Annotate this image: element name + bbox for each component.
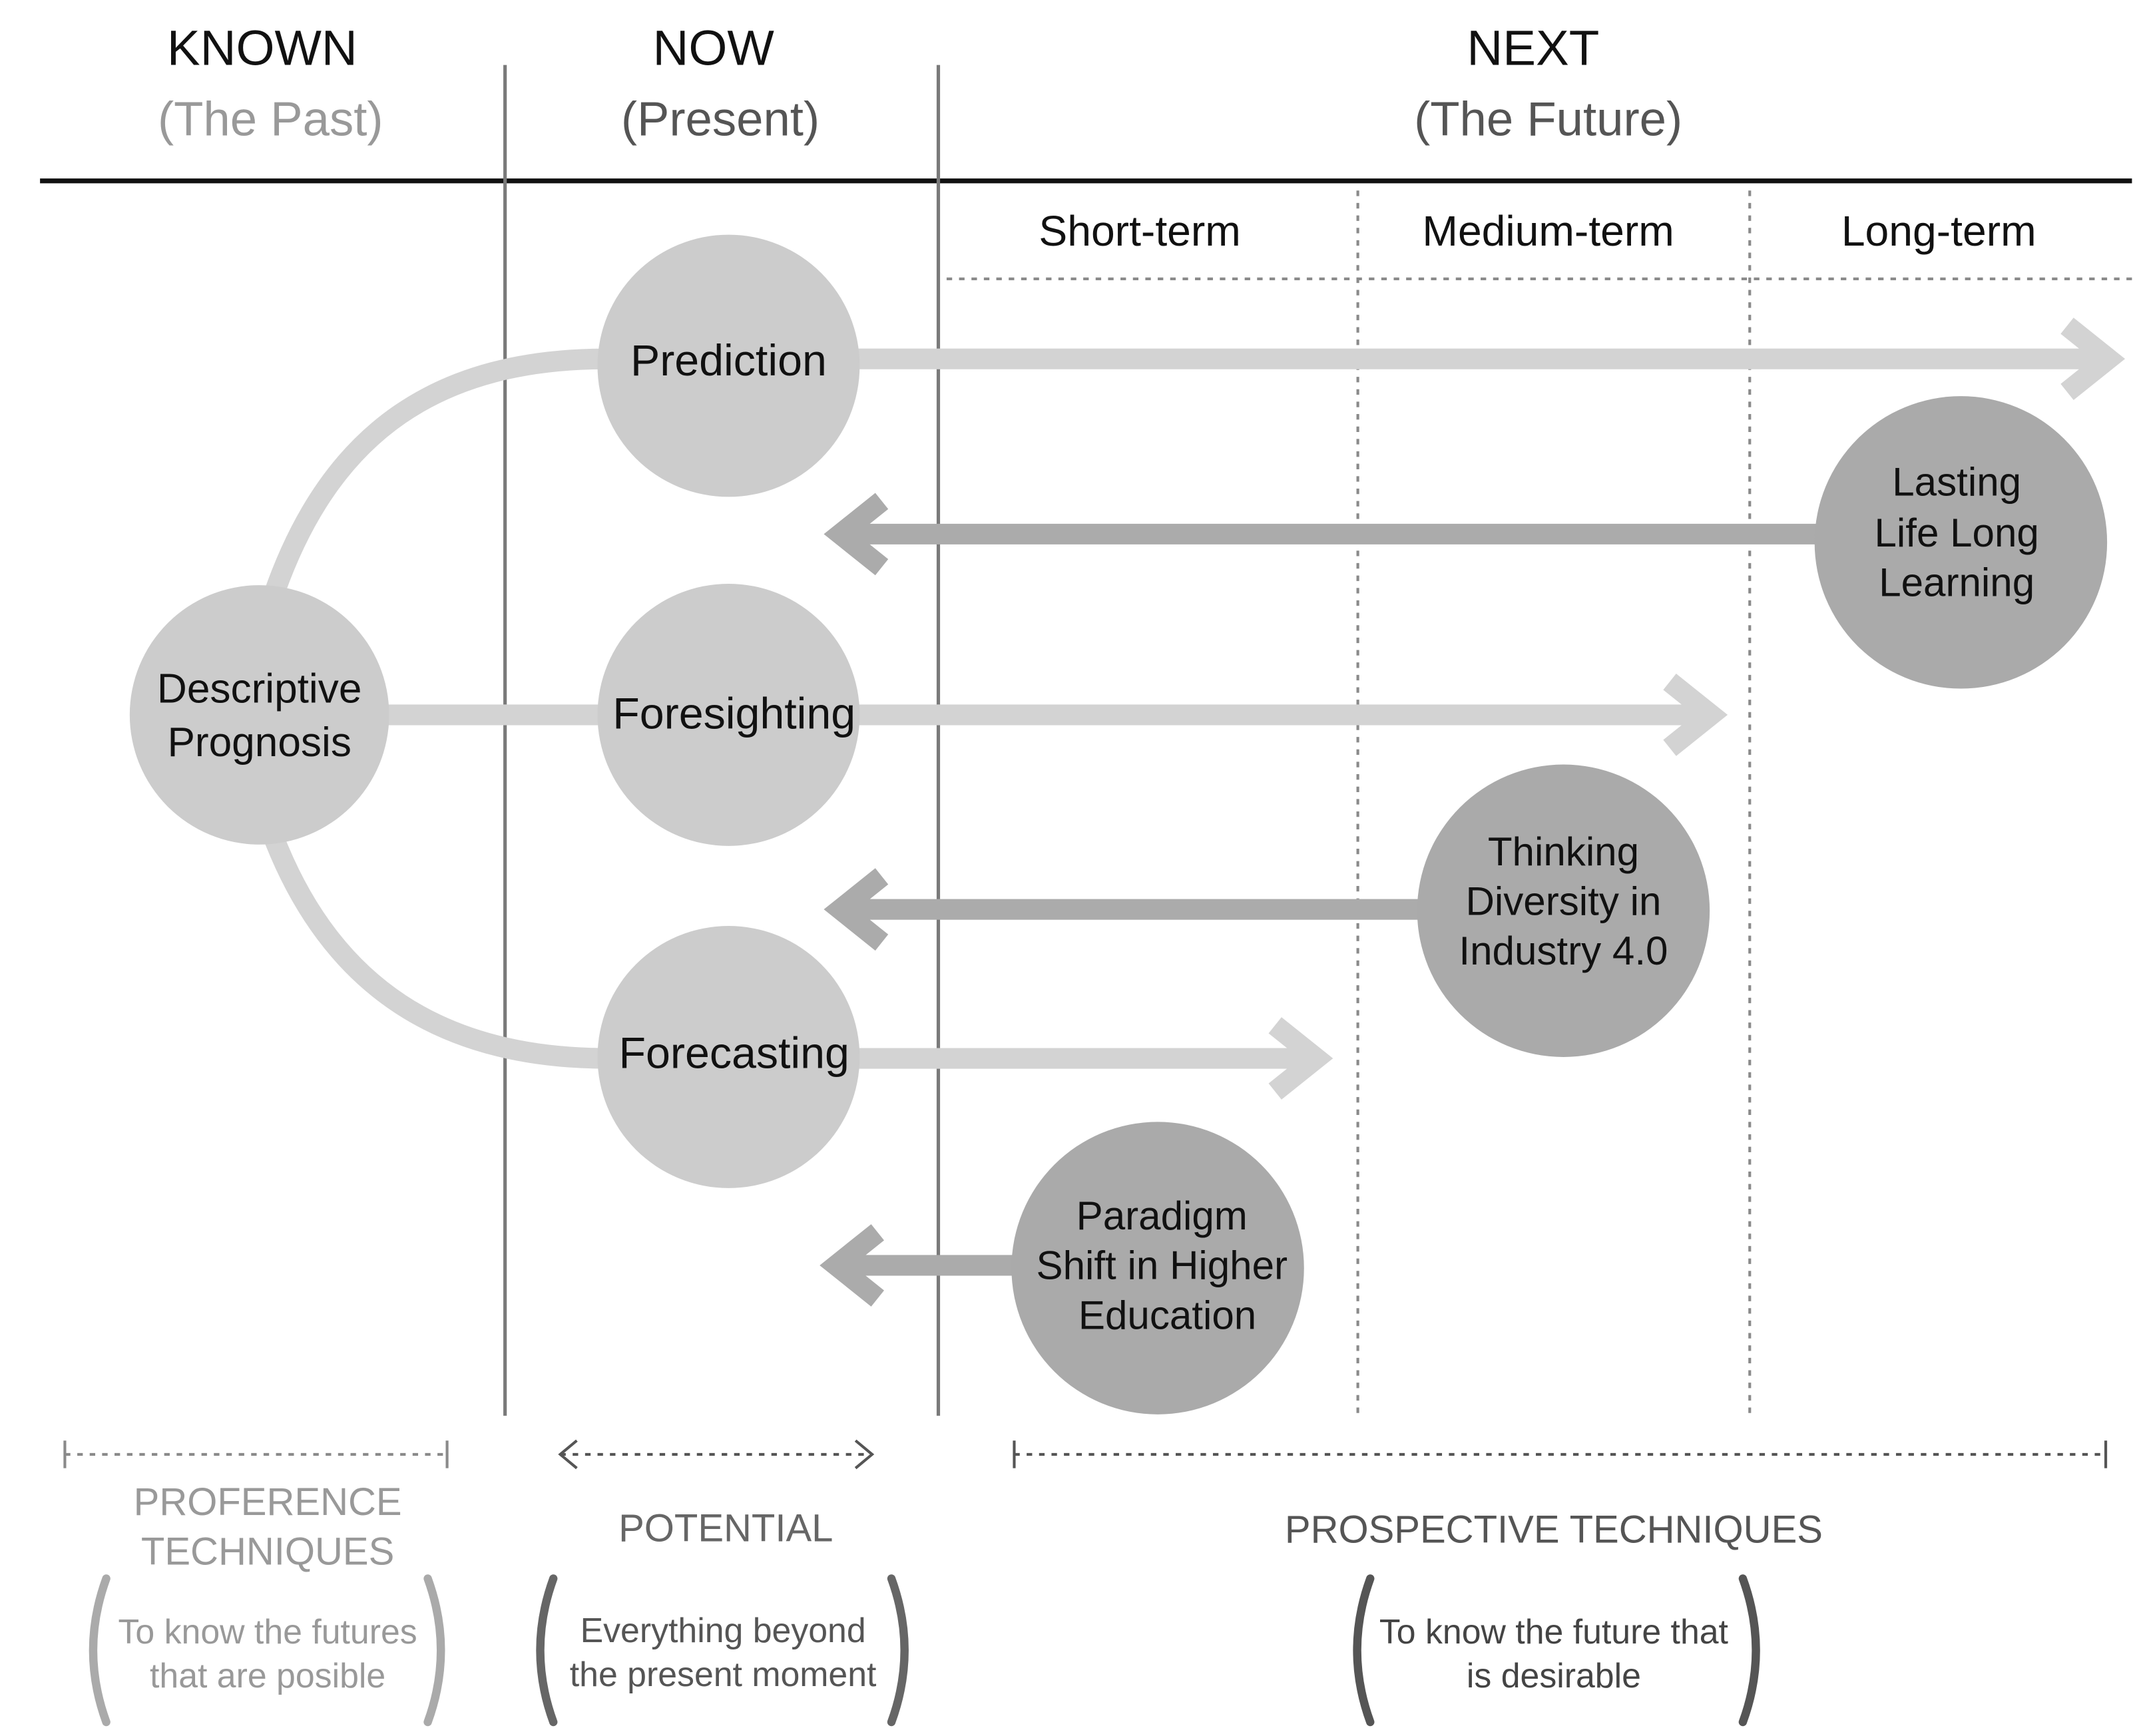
foresighting-arrow	[855, 674, 1728, 756]
paradigm-line2: Shift in Higher	[1036, 1243, 1288, 1288]
potential-span-marker	[558, 1439, 875, 1470]
proference-label-line2: TECHNIQUES	[141, 1530, 394, 1574]
foresighting-label: Foresighting	[612, 690, 855, 739]
potential-brackets	[536, 1574, 909, 1727]
potential-label: POTENTIAL	[618, 1507, 833, 1550]
prospective-span-marker	[1013, 1440, 2108, 1468]
proference-brackets	[89, 1574, 445, 1727]
descriptive-line1: Descriptive	[157, 666, 362, 712]
paradigm-line1: Paradigm	[1076, 1194, 1248, 1238]
lasting-node	[1814, 396, 2108, 689]
prospective-label: PROSPECTIVE TECHNIQUES	[1285, 1508, 1823, 1552]
lasting-arrow	[824, 493, 1822, 576]
thinking-line1: Thinking	[1488, 829, 1639, 874]
forecasting-label: Forecasting	[618, 1029, 849, 1078]
known-subtitle: (The Past)	[158, 92, 383, 146]
prediction-arrow	[855, 318, 2126, 401]
term-medium: Medium-term	[1422, 207, 1674, 255]
thinking-arrow	[824, 868, 1425, 951]
potential-note-line1: Everything beyond	[581, 1611, 866, 1649]
descriptive-line2: Prognosis	[167, 720, 351, 765]
prospective-brackets	[1353, 1574, 1760, 1727]
term-long: Long-term	[1841, 207, 2036, 255]
thinking-line2: Diversity in	[1465, 879, 1661, 923]
potential-note-line2: the present moment	[570, 1655, 877, 1693]
connector-to-forecasting	[263, 832, 608, 1069]
foresighting-node	[597, 584, 860, 846]
prediction-node	[597, 234, 860, 497]
now-title: NOW	[652, 20, 774, 76]
proference-note-line1: To know the futures	[119, 1612, 417, 1651]
prospective-note-line1: To know the future that	[1379, 1612, 1729, 1651]
proference-label-line1: PROFERENCE	[134, 1480, 402, 1524]
thinking-line3: Industry 4.0	[1459, 929, 1668, 973]
connector-to-prediction	[263, 348, 608, 600]
known-title: KNOWN	[167, 20, 357, 76]
forecasting-arrow	[852, 1017, 1333, 1100]
lasting-line3: Learning	[1879, 560, 2034, 605]
next-subtitle: (The Future)	[1414, 92, 1682, 146]
prospective-note-line2: is desirable	[1467, 1656, 1641, 1695]
thinking-node	[1417, 764, 1710, 1057]
forecasting-node	[597, 926, 860, 1188]
lasting-line1: Lasting	[1892, 459, 2021, 504]
prediction-label: Prediction	[630, 336, 827, 385]
term-short: Short-term	[1039, 207, 1240, 255]
paradigm-line3: Education	[1078, 1293, 1256, 1337]
descriptive-prognosis-node	[129, 585, 389, 845]
next-title: NEXT	[1467, 20, 1599, 76]
paradigm-node	[1011, 1122, 1304, 1414]
lasting-line2: Life Long	[1875, 511, 2039, 555]
proference-span-marker	[63, 1440, 449, 1468]
now-subtitle: (Present)	[621, 92, 820, 146]
paradigm-arrow	[820, 1224, 1019, 1307]
proference-note-line2: that are posible	[150, 1656, 385, 1695]
